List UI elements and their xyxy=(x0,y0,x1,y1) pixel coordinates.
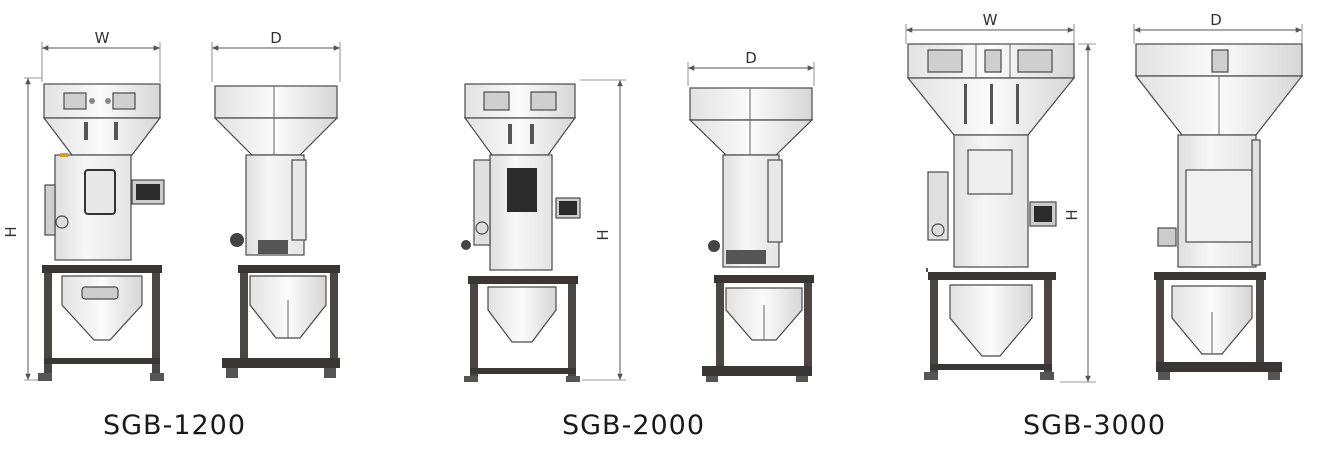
model-label-sgb-3000: SGB-3000 xyxy=(1023,410,1167,441)
depth-dimension-label: D xyxy=(1210,11,1222,29)
sgb-2000-front-view xyxy=(461,83,581,382)
model-label-sgb-1200: SGB-1200 xyxy=(103,410,247,441)
sgb-3000-front-view: W xyxy=(905,11,1076,380)
sgb-1200-front-view: W H xyxy=(2,29,165,381)
height-dimension-label: H xyxy=(2,226,20,237)
depth-dimension-label: D xyxy=(270,29,282,47)
width-dimension-label: W xyxy=(95,29,110,47)
model-label-sgb-2000: SGB-2000 xyxy=(562,410,706,441)
depth-dimension-label: D xyxy=(745,49,757,67)
width-dimension-label: W xyxy=(983,11,998,29)
sgb-1200-side-view: D xyxy=(211,29,341,378)
sgb-3000-side-view: H D xyxy=(1060,11,1304,383)
height-dimension-label: H xyxy=(594,229,612,240)
height-dimension-label: H xyxy=(1063,209,1081,220)
sgb-2000-side-view: D H xyxy=(580,49,815,382)
